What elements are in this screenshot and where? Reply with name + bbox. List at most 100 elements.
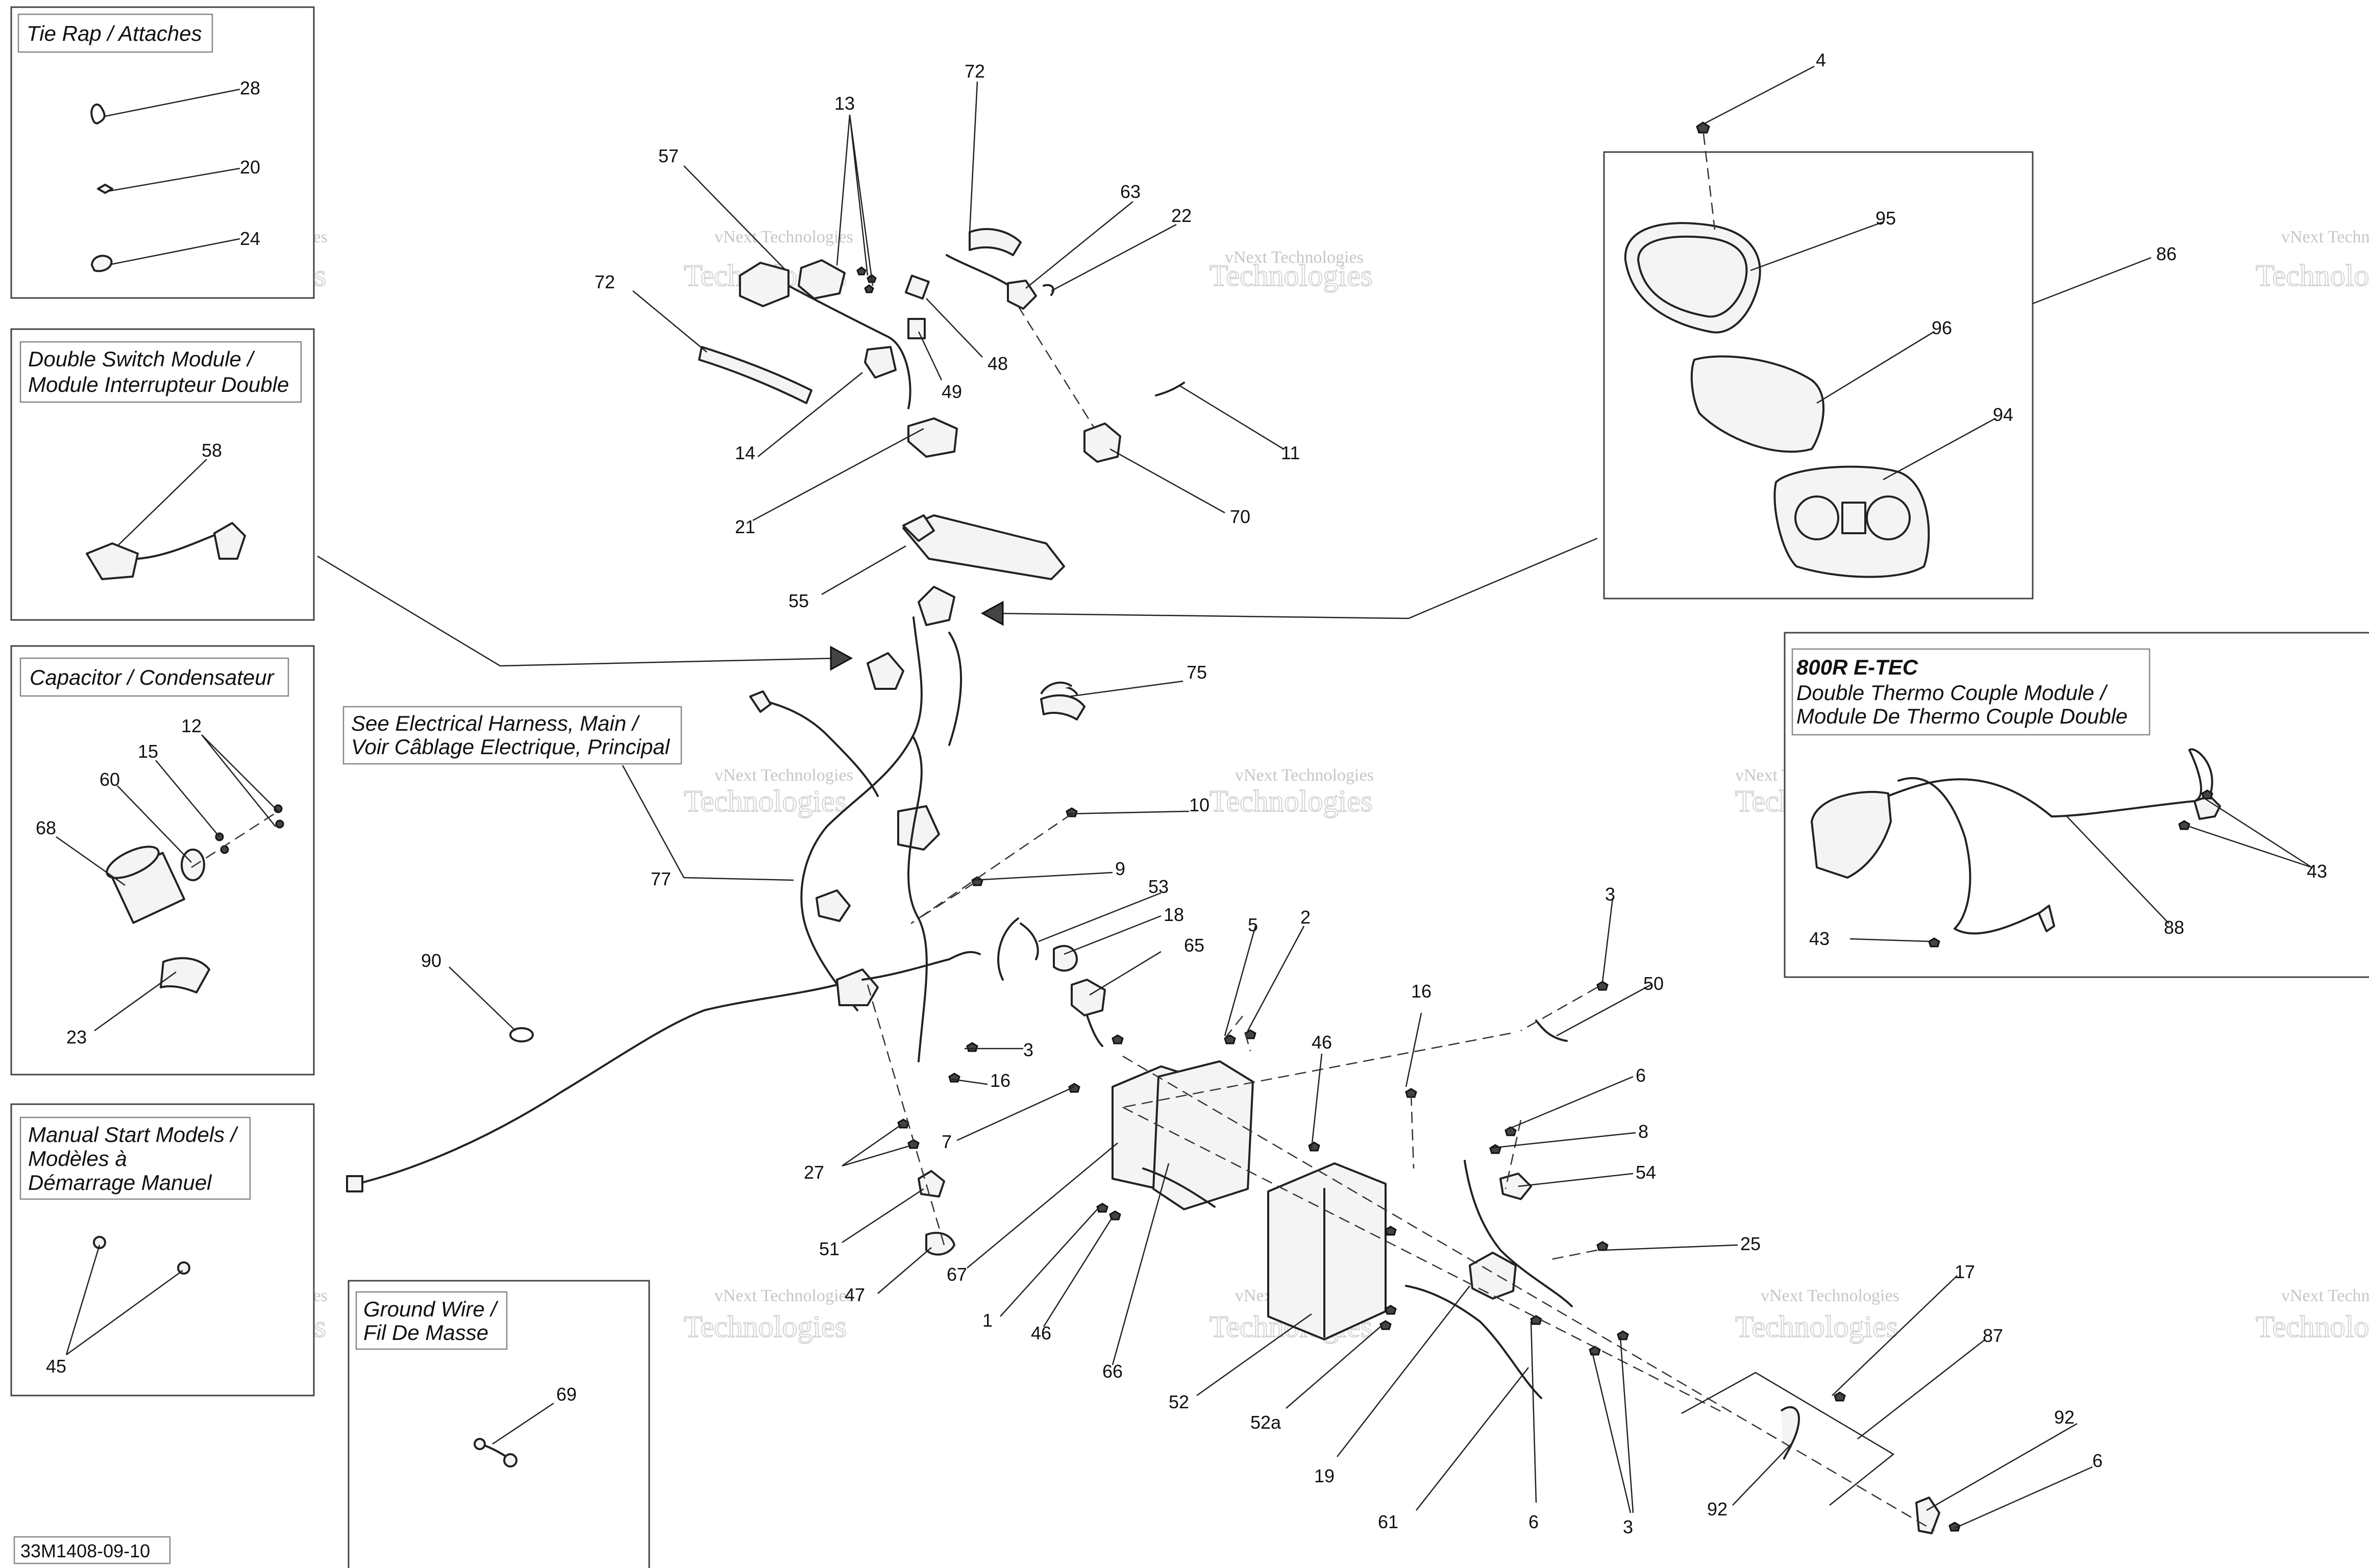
callout-90: 90 — [421, 950, 441, 971]
leader-line — [1556, 984, 1651, 1037]
cable-clamp — [925, 1232, 955, 1256]
callout-63: 63 — [1120, 181, 1141, 202]
watermark-text: vNext Technologies — [1225, 248, 1364, 267]
leader-line — [1591, 1352, 1632, 1513]
watermark-text: vNext Technologies — [2281, 228, 2369, 246]
leader-line — [877, 1247, 932, 1294]
leader-line — [1490, 1132, 1636, 1149]
thermo-module — [1811, 791, 1892, 879]
callout-60: 60 — [100, 769, 120, 790]
note-text: See Electrical Harness, Main / — [351, 711, 640, 735]
main-dash-items: 55 75 — [788, 514, 1207, 698]
callout-77: 77 — [651, 868, 671, 889]
leader-line — [757, 372, 863, 457]
leader-line — [65, 1245, 101, 1355]
capacitor-top — [106, 845, 160, 879]
callout-20: 20 — [240, 157, 260, 178]
switch-housing — [739, 262, 789, 307]
screw — [1066, 807, 1078, 817]
manual-start-plug — [93, 1236, 106, 1249]
grommet — [1007, 280, 1037, 310]
switch-housing — [798, 259, 846, 300]
gauge-display — [1841, 502, 1866, 534]
leader-line — [1025, 201, 1133, 289]
leader-line — [201, 734, 276, 827]
starter-solenoid — [1469, 1252, 1517, 1300]
thermo-cable-upper — [1887, 748, 2213, 817]
inset-title: Démarrage Manuel — [28, 1171, 212, 1194]
inset-frame — [348, 1280, 650, 1568]
callout-11: 11 — [1281, 442, 1300, 463]
protective-sleeve — [969, 228, 1022, 256]
assembly-line — [1520, 986, 1598, 1032]
watermark-text: vNext Technologies — [2281, 1286, 2369, 1305]
ground-wire-lug — [474, 1438, 486, 1450]
callout-58: 58 — [202, 440, 222, 461]
leader-line — [1416, 1367, 1529, 1511]
fuse-cap — [1053, 945, 1078, 972]
inset-title-box — [19, 341, 302, 403]
clip — [1043, 284, 1054, 296]
leader-line — [1405, 1012, 1422, 1087]
nut — [1617, 1330, 1629, 1340]
watermark-text: Technologies — [1210, 259, 1372, 292]
callout-75: 75 — [1187, 662, 1207, 683]
watermark-text: Technologies — [1210, 784, 1372, 818]
main-center: 10 9 53 18 65 3 16 5 2 7 27 51 47 67 1 4… — [804, 794, 2103, 1537]
switch-cable — [787, 285, 911, 409]
inset-title: Module Interrupteur Double — [28, 372, 289, 396]
callout-53: 53 — [1148, 876, 1169, 897]
assembly-line — [1244, 1033, 1251, 1052]
cable-boot — [1915, 1497, 1940, 1534]
tie-rap-loop — [90, 103, 106, 125]
leader-line — [117, 785, 192, 863]
thermo-cable-lower — [1897, 777, 2045, 935]
leader-line — [66, 1270, 183, 1356]
callout-46: 46 — [1031, 1323, 1051, 1343]
callout-3: 3 — [1605, 884, 1615, 905]
leader-line — [967, 1142, 1118, 1268]
leader-line — [752, 428, 924, 521]
inset-title: Module De Thermo Couple Double — [1796, 704, 2128, 728]
callout-43: 43 — [1809, 928, 1830, 949]
screw — [1096, 1203, 1108, 1213]
leader-line — [117, 459, 207, 546]
screw — [1068, 1083, 1080, 1093]
harness-trunk — [800, 616, 923, 1011]
harness-connector — [836, 968, 879, 1006]
nut — [1385, 1226, 1397, 1236]
leader-line — [972, 872, 1113, 881]
leader-line — [155, 760, 220, 837]
leader-line — [2066, 816, 2169, 924]
switch-module-body — [86, 542, 139, 580]
switch-connector — [907, 417, 958, 458]
relay — [1083, 422, 1121, 463]
nut — [1308, 1141, 1320, 1152]
callout-12: 12 — [181, 715, 202, 736]
leader-line — [1286, 1326, 1381, 1409]
callout-5: 5 — [1248, 914, 1258, 935]
leader-line — [1043, 1216, 1114, 1327]
leader-line — [951, 1078, 988, 1085]
capacitor-bracket — [181, 849, 205, 881]
capacitor-screw — [274, 804, 283, 813]
assembly-line — [1122, 1055, 1935, 1532]
leader-line — [1954, 1466, 2093, 1529]
inset-tie-rap: Tie Rap / Attaches 28 20 24 — [10, 6, 315, 299]
callout-65: 65 — [1184, 935, 1204, 956]
inset-model: 800R E-TEC — [1796, 655, 1918, 679]
leader-line — [1883, 417, 1996, 481]
leader-line — [1816, 331, 1935, 404]
gauge-dial — [1866, 495, 1911, 540]
main-harness: 90 — [346, 514, 1085, 1192]
callout-18: 18 — [1164, 904, 1184, 925]
fuse-block — [902, 514, 1065, 580]
assembly-line — [910, 813, 1072, 925]
inset-title: Fil De Masse — [363, 1321, 488, 1345]
inset-title: Manual Start Models / — [28, 1123, 239, 1147]
leader-line — [1311, 1053, 1323, 1149]
cable-boot — [1780, 1406, 1800, 1460]
inset-thermo-couple: 800R E-TEC Double Thermo Couple Module /… — [1784, 632, 2369, 978]
leader-line — [926, 298, 983, 358]
